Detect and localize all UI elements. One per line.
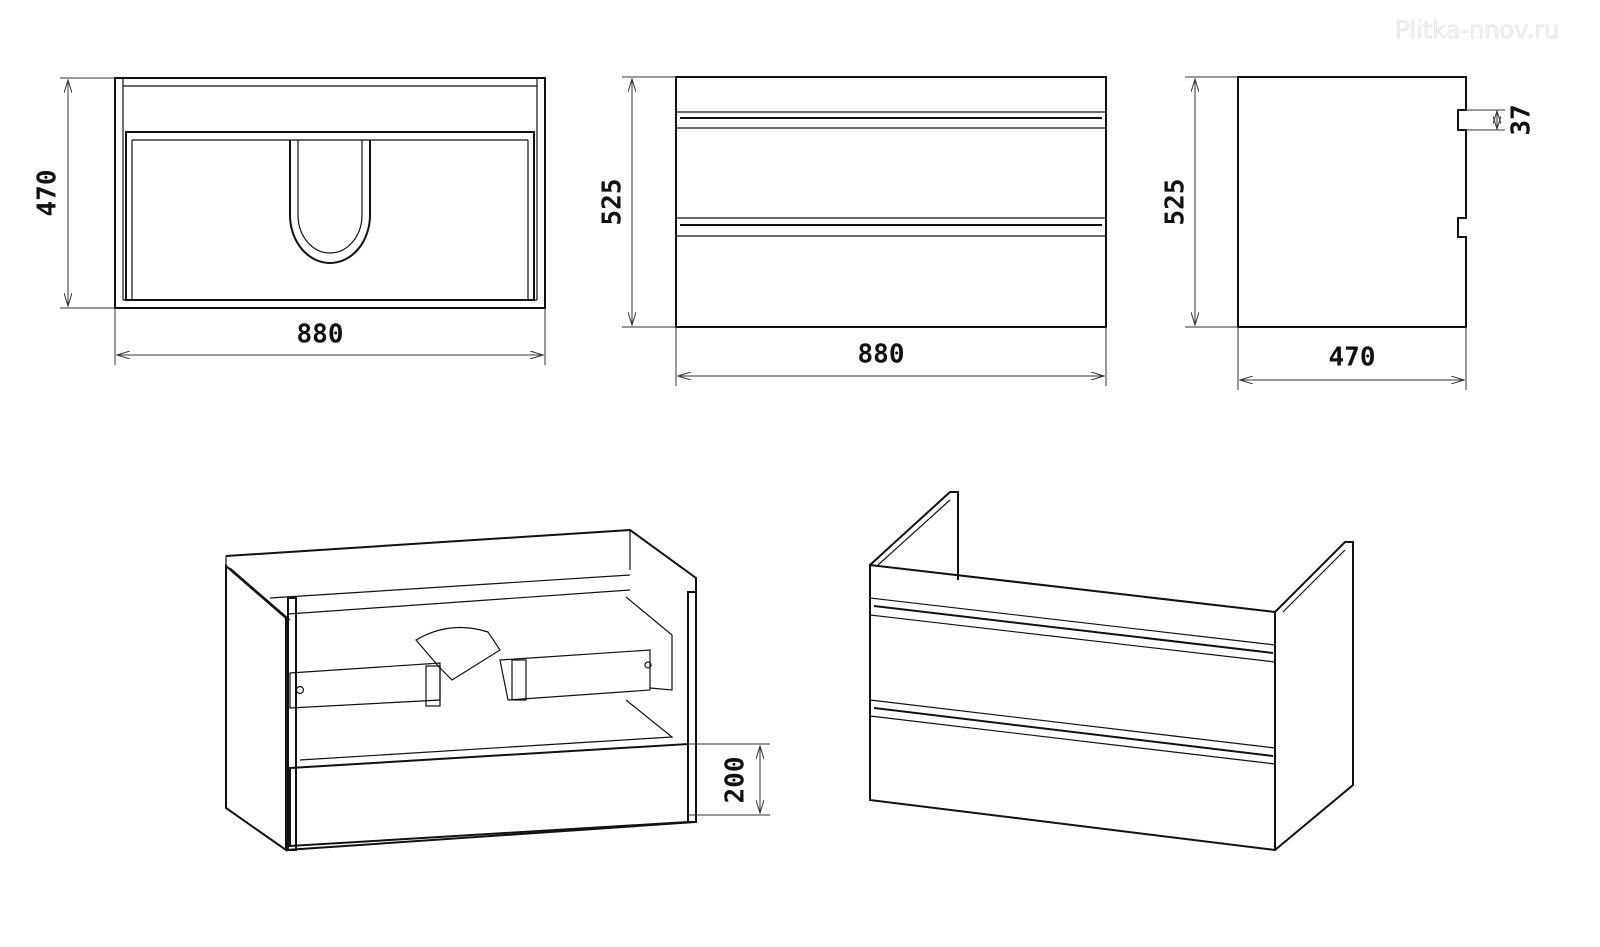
top-width-label: 880 [297,320,344,350]
front-view: 525 880 [598,76,1107,386]
side-height-label: 525 [1161,179,1191,226]
front-height-label: 525 [598,179,628,226]
top-depth-label: 470 [33,170,63,217]
watermark: Plitka-nnov.ru [1395,16,1559,44]
isometric-closed-view [869,491,1354,852]
drawer-height-label: 200 [721,757,751,804]
front-width-label: 880 [858,340,905,370]
side-depth-label: 470 [1329,343,1376,373]
isometric-open-view: 200 [225,528,770,852]
top-view: 470 880 [33,77,546,365]
side-view: 37 525 470 [1161,76,1537,390]
side-groove-label: 37 [1507,104,1537,135]
